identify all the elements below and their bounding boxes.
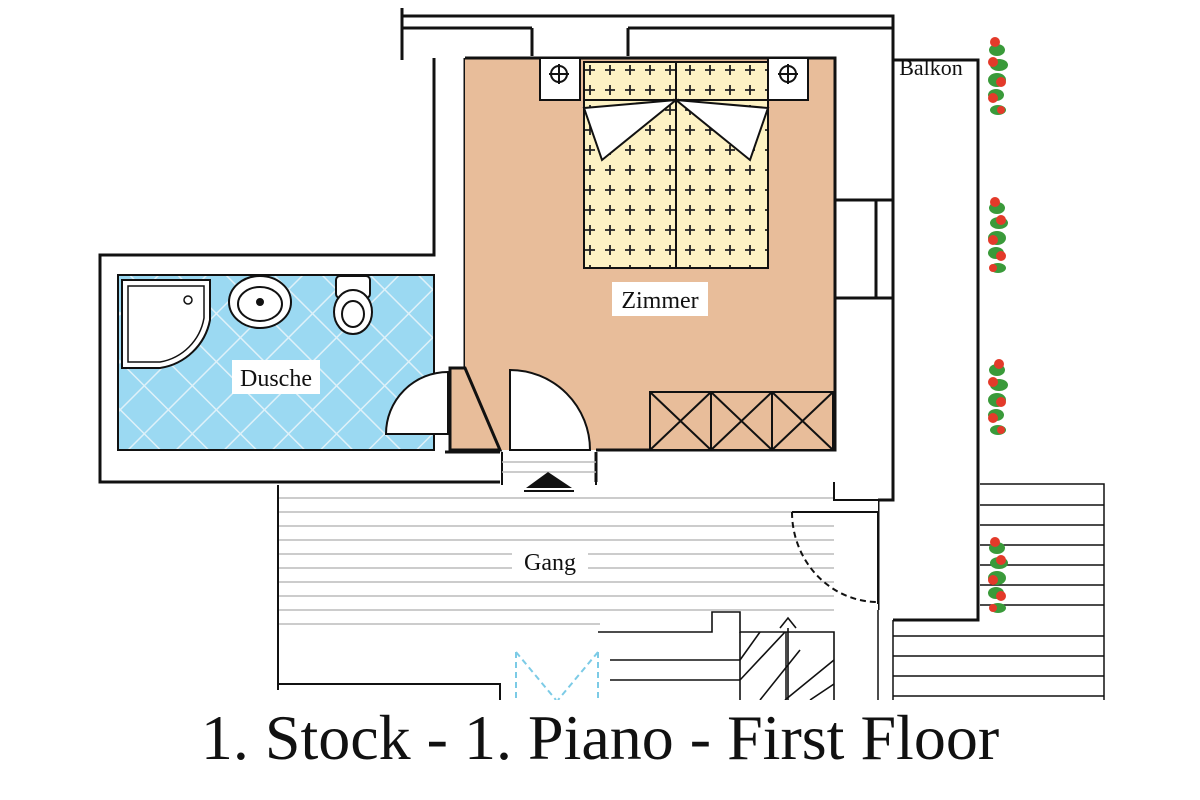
sink-icon	[228, 275, 292, 329]
room-label-balkon: Balkon	[899, 55, 963, 80]
wardrobe-icon	[649, 391, 834, 451]
floor-caption: 1. Stock - 1. Piano - First Floor	[200, 702, 1000, 773]
shower-icon	[121, 279, 211, 369]
bed-icon	[582, 61, 770, 269]
gang-door	[791, 511, 879, 604]
toilet-icon	[333, 275, 373, 335]
entrance-arrow-icon	[524, 472, 574, 492]
stairs-icon	[598, 611, 835, 700]
glass-door	[515, 651, 599, 700]
zimmer-door	[509, 368, 592, 451]
lamp-icon	[549, 64, 798, 84]
floor-plan: Zimmer Dusche Gang Balkon	[98, 8, 1105, 700]
flower-box-icon	[988, 37, 1008, 613]
dusche-door	[384, 370, 449, 435]
room-label-gang: Gang	[524, 550, 576, 576]
room-label-dusche: Dusche	[240, 366, 312, 392]
terrace-boards	[877, 483, 1105, 700]
room-label-zimmer: Zimmer	[621, 288, 698, 314]
